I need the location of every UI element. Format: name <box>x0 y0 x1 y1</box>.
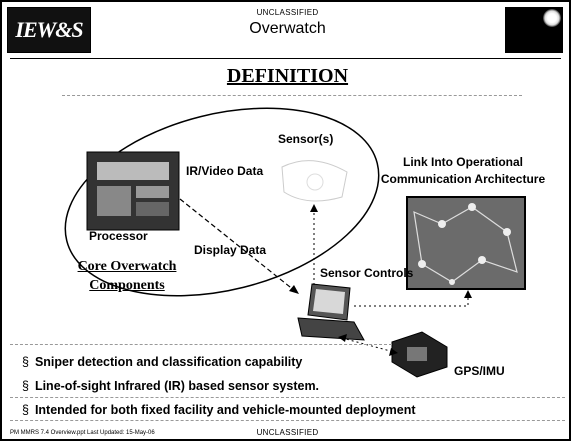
bullet-item: §Line-of-sight Infrared (IR) based senso… <box>22 379 320 393</box>
link-connector <box>354 294 469 307</box>
bullets-rule-top <box>10 344 392 345</box>
gps-imu-label: GPS/IMU <box>454 364 505 378</box>
classification-bottom: UNCLASSIFIED <box>256 428 319 437</box>
heading-rule <box>62 95 522 96</box>
bullets-rule-mid <box>10 397 565 398</box>
footer-file-info: PM MMRS 7.4 Overview.ppt Last Updated: 1… <box>10 430 155 436</box>
bullets-rule-bottom <box>10 420 565 421</box>
network-map-image <box>406 196 526 290</box>
link-label-line2: Communication Architecture <box>380 172 546 186</box>
bullet-item: §Intended for both fixed facility and ve… <box>22 403 416 417</box>
sensor-label: Sensor(s) <box>278 132 334 146</box>
link-label-line1: Link Into Operational <box>402 155 523 169</box>
display-data-arrow <box>179 198 296 292</box>
burst-icon <box>543 9 561 27</box>
header-divider <box>10 58 561 59</box>
display-data-label: Display Data <box>194 243 267 257</box>
corner-graphic <box>505 7 563 53</box>
bullet-item: §Sniper detection and classification cap… <box>22 355 303 369</box>
definition-heading: DEFINITION <box>226 65 349 87</box>
core-label-line2: Components <box>89 278 165 293</box>
gps-imu-icon <box>391 331 448 378</box>
classification-top: UNCLASSIFIED <box>256 8 319 17</box>
gps-connector <box>341 337 395 353</box>
sensor-icon <box>281 160 348 202</box>
laptop-icon <box>297 283 365 341</box>
iews-logo: IEW&S <box>7 7 91 53</box>
core-ellipse <box>64 107 380 297</box>
core-label-line1: Core Overwatch <box>77 259 177 274</box>
slide-title: Overwatch <box>249 20 326 37</box>
processor-icon <box>86 151 180 231</box>
ir-video-label: IR/Video Data <box>186 164 264 178</box>
sensor-controls-label: Sensor Controls <box>320 266 414 280</box>
processor-label: Processor <box>89 229 148 243</box>
